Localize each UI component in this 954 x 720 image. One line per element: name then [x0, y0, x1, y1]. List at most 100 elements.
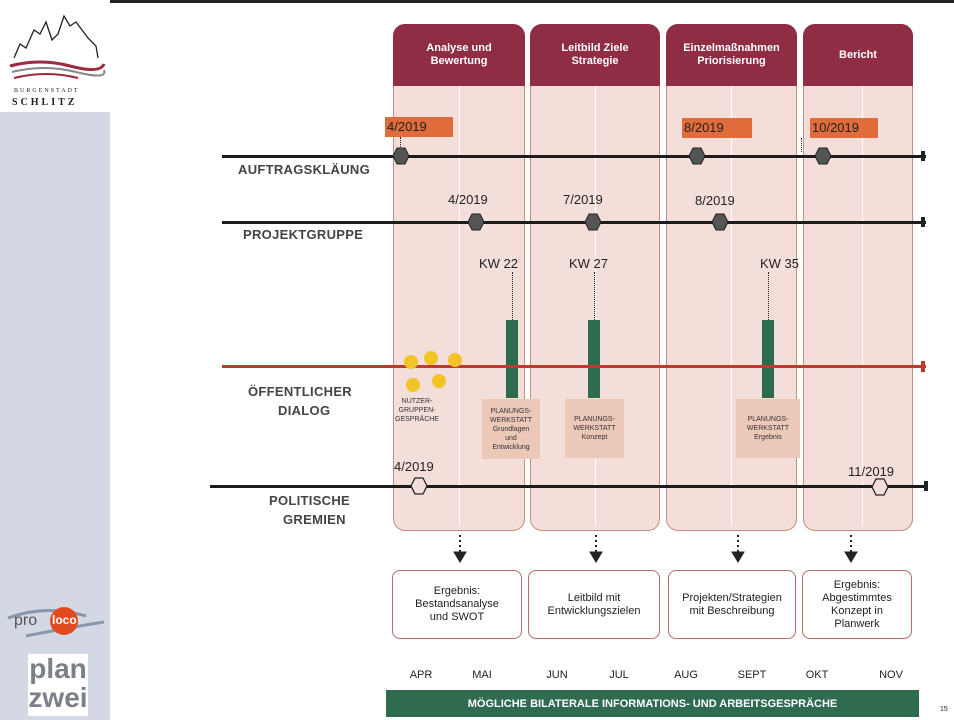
month-label: APR	[409, 669, 433, 681]
result-2-line: Entwicklungszielen	[547, 604, 641, 617]
kw-label-1: KW 22	[479, 256, 519, 271]
workshop-3-line: PLANUNGS-	[747, 416, 789, 423]
planzwei-logo: plan zwei	[28, 654, 88, 716]
result-1-line: Ergebnis:	[433, 585, 481, 597]
politik-date-2: 11/2019	[848, 464, 895, 479]
phase-2-title-line1: Leitbild Ziele	[561, 42, 629, 54]
month-label: NOV	[879, 669, 903, 681]
workshop-1-line: und	[505, 434, 517, 442]
castle-logo-icon	[9, 14, 106, 79]
page-number: 15	[940, 706, 948, 713]
nutzer-line: GESPRÄCHE	[395, 416, 439, 423]
proloco-pro: pro	[14, 612, 38, 629]
phase-3-title-line1: Einzelmaßnahmen	[683, 42, 780, 54]
phase-2-title-line2: Strategie	[571, 55, 619, 67]
workshop-box-2: PLANUNGS- WERKSTATT Konzept	[565, 399, 624, 458]
phase-1-title-line1: Analyse und	[426, 42, 492, 54]
footer-banner: MÖGLICHE BILATERALE INFORMATIONS- UND AR…	[386, 690, 919, 717]
workshop-1-line: PLANUNGS-	[490, 407, 532, 415]
sidebar: BURGENSTADT SCHLITZ pro loco plan zwei	[0, 0, 110, 720]
month-label: JUN	[546, 669, 568, 681]
connector	[801, 138, 802, 152]
user-group-dot	[432, 374, 446, 388]
month-divider	[595, 86, 596, 526]
phase-4-title-line1: Bericht	[839, 48, 877, 61]
politik-label-line1: POLITISCHE	[269, 493, 351, 508]
phase-header-4: Bericht	[803, 24, 913, 86]
politik-date-1: 4/2019	[394, 459, 434, 474]
top-rule	[110, 0, 954, 3]
arrow-down-icon	[453, 551, 467, 563]
arrow-down-icon	[844, 551, 858, 563]
logo-text-bottom: SCHLITZ	[12, 97, 78, 108]
workshop-3-line: WERKSTATT	[746, 425, 790, 432]
month-divider	[731, 86, 732, 526]
dialog-label-line2: DIALOG	[278, 403, 331, 418]
month-label: OKT	[805, 669, 829, 681]
projekt-label: PROJEKTGRUPPE	[243, 227, 364, 242]
nutzer-text: NUTZER- GRUPPEN- GESPRÄCHE	[394, 397, 440, 424]
dialog-line-end	[921, 361, 925, 372]
projekt-date-2: 7/2019	[563, 192, 603, 207]
result-box-1: Ergebnis: Bestandsanalyse und SWOT	[392, 570, 522, 639]
nutzer-line: GRUPPEN-	[398, 407, 436, 414]
result-1-line: und SWOT	[429, 611, 485, 623]
planzwei-line2: zwei	[28, 682, 88, 713]
projekt-date-1: 4/2019	[448, 192, 488, 207]
workshop-1-line: WERKSTATT	[489, 416, 533, 424]
phase-column-4	[803, 24, 913, 531]
result-2-line: Leitbild mit	[567, 591, 621, 604]
result-3-line: Projekten/Strategien	[682, 591, 782, 604]
month-label: MAI	[472, 669, 492, 681]
phase-1-title-line2: Bewertung	[430, 55, 488, 67]
dialog-timeline	[222, 365, 926, 368]
kw-label-2: KW 27	[569, 256, 609, 271]
dialog-label-line1: ÖFFENTLICHER	[248, 384, 352, 399]
result-4-line: Planwerk	[834, 617, 880, 630]
user-group-dot	[404, 355, 418, 369]
connector	[594, 272, 595, 320]
logo-text-top: BURGENSTADT	[14, 88, 80, 94]
month-label: AUG	[674, 669, 698, 681]
result-4-line: Ergebnis:	[833, 578, 881, 591]
auftrag-timeline	[222, 155, 926, 158]
auftrag-label: AUFTRAGSKLÄUNG	[238, 162, 371, 177]
result-4-line: Konzept in	[831, 604, 883, 617]
auftrag-date-2: 8/2019	[682, 118, 752, 138]
workshop-2-line: Konzept	[581, 434, 608, 441]
result-box-2: Leitbild mit Entwicklungszielen	[528, 570, 660, 639]
connector	[512, 272, 513, 320]
proloco-swoosh-icon	[7, 607, 105, 638]
user-group-dot	[448, 353, 462, 367]
connector	[768, 272, 769, 320]
user-group-dot	[424, 351, 438, 365]
arrow-down-icon	[731, 551, 745, 563]
auftrag-date-1: 4/2019	[385, 117, 453, 137]
phase-3-title-line2: Priorisierung	[697, 55, 766, 67]
workshop-3-line: Ergebnis	[754, 434, 782, 441]
kw-label-3: KW 35	[760, 256, 800, 271]
proloco-loco: loco	[52, 613, 77, 627]
workshop-1-line: Grundlagen	[492, 425, 530, 433]
workshop-2-line: WERKSTATT	[573, 425, 616, 432]
connector	[400, 137, 401, 149]
politik-timeline	[210, 485, 928, 488]
workshop-box-1: PLANUNGS- WERKSTATT Grundlagen und Entwi…	[482, 399, 540, 459]
result-3-line: mit Beschreibung	[689, 604, 775, 617]
politik-label-line2: GREMIEN	[283, 512, 346, 527]
month-divider	[862, 86, 863, 526]
month-divider	[459, 86, 460, 526]
workshop-2-line: PLANUNGS-	[574, 416, 615, 423]
nutzer-line: NUTZER-	[401, 398, 433, 405]
workshop-box-3: PLANUNGS- WERKSTATT Ergebnis	[736, 399, 800, 458]
workshop-bar-2	[588, 320, 600, 398]
result-box-4: Ergebnis: Abgestimmtes Konzept in Planwe…	[802, 570, 912, 639]
month-label: SEPT	[737, 669, 767, 681]
arrow-down-icon	[589, 551, 603, 563]
projekt-date-3: 8/2019	[695, 193, 735, 208]
projekt-timeline	[222, 221, 926, 224]
workshop-1-line: Entwicklung	[492, 443, 530, 451]
